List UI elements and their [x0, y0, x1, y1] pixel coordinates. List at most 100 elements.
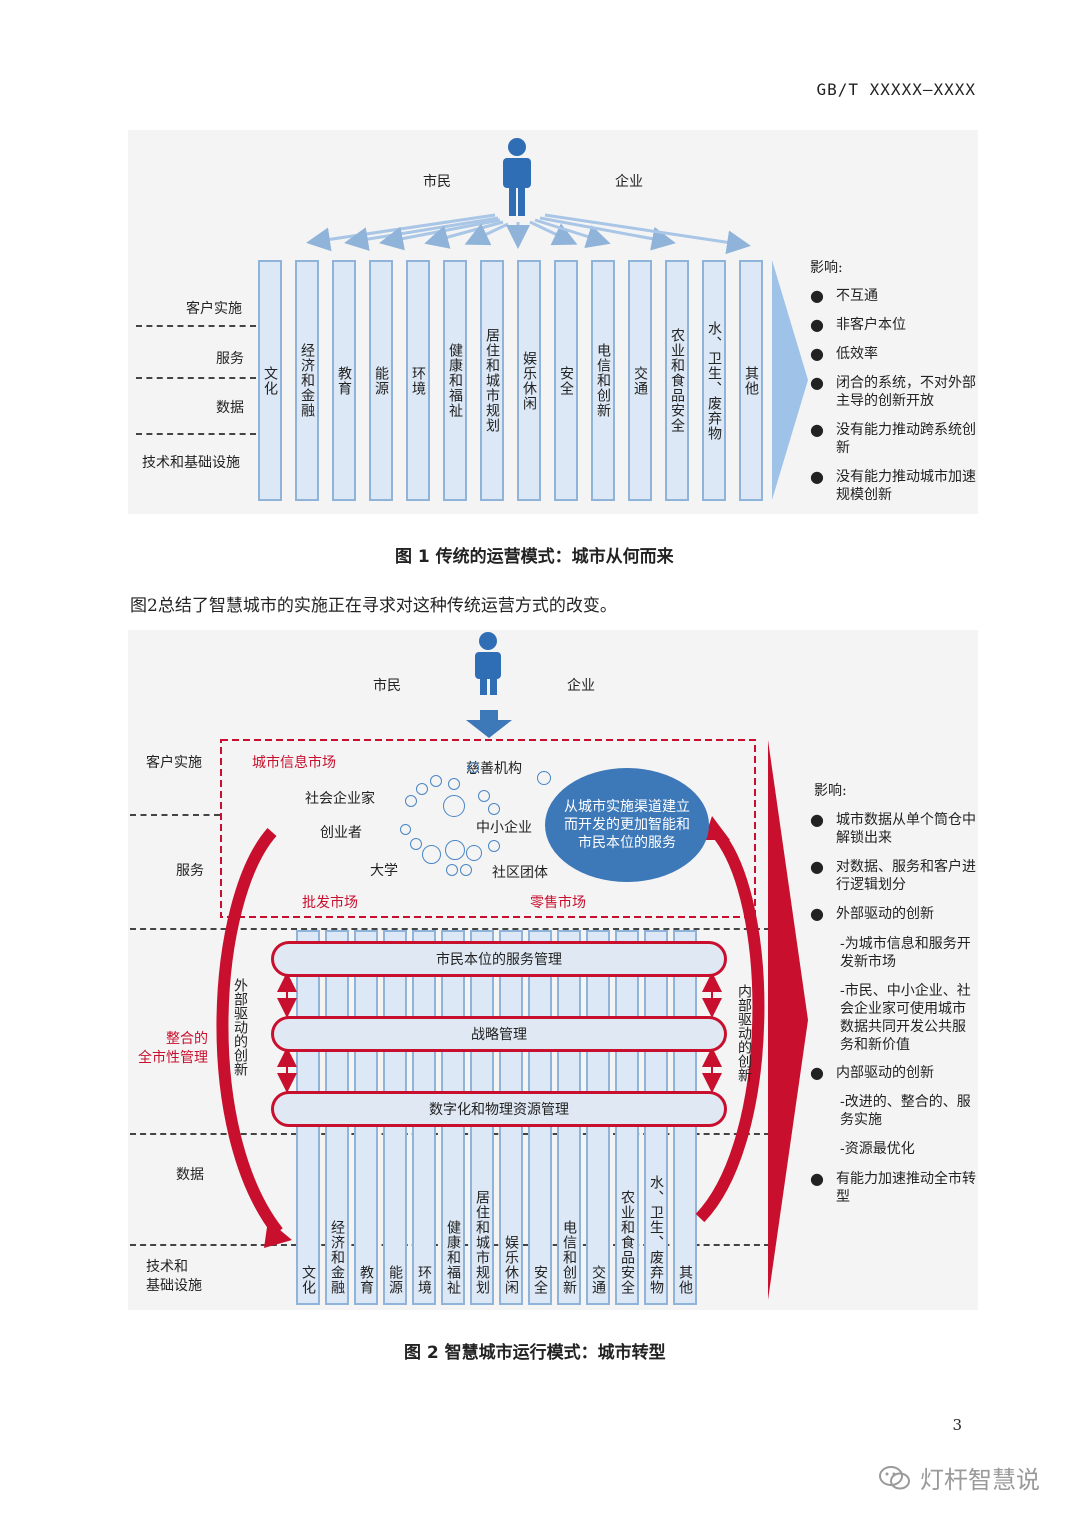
bubble	[445, 840, 465, 860]
bubble	[400, 824, 411, 835]
fig1-column: 娱乐休闲	[517, 260, 541, 501]
bubble	[448, 778, 460, 790]
fig1-impact-item: ●非客户本位	[810, 315, 906, 334]
actor-label: 创业者	[320, 825, 362, 841]
watermark: 灯杆智慧说	[878, 1460, 1040, 1495]
bubble	[405, 795, 417, 807]
wechat-icon	[879, 1465, 910, 1489]
fig2-row-customer: 客户实施	[146, 755, 202, 771]
internal-innovation-arrow	[695, 828, 765, 1223]
fig2-enterprise-label: 企业	[567, 678, 595, 694]
fig1-impact-item: ●不互通	[810, 286, 878, 305]
fig2-impact-item: ●内部驱动的创新	[810, 1063, 934, 1082]
bubble	[460, 864, 472, 876]
fig2-row-data: 数据	[176, 1167, 204, 1183]
bubble	[468, 762, 479, 773]
fig1-column: 文化	[258, 260, 282, 501]
fig2-impact-subitem: -改进的、整合的、服务实施	[840, 1094, 971, 1128]
fig2-impact-subitem: -为城市信息和服务开发新市场	[840, 936, 971, 970]
red-chevron-arrow	[768, 740, 808, 1300]
fig1-divider	[136, 325, 256, 327]
fig1-row-data: 数据	[216, 400, 244, 416]
fig1-row-customer: 客户实施	[186, 301, 242, 317]
fig1-column: 水、卫生、废弃物	[702, 260, 726, 501]
fig1-column: 交通	[628, 260, 652, 501]
retail-market: 零售市场	[530, 895, 586, 911]
fig1-column: 居住和城市规划	[480, 260, 504, 501]
external-innovation-arrow	[216, 828, 283, 1236]
market-title: 城市信息市场	[252, 755, 336, 771]
fig1-row-service: 服务	[216, 351, 244, 367]
internal-innovation-label: 内部驱动的创新	[736, 984, 752, 1082]
fig2-impact-title: 影响:	[814, 783, 847, 799]
fig1-column: 其他	[739, 260, 763, 501]
watermark-text: 灯杆智慧说	[920, 1466, 1040, 1494]
bubble	[446, 864, 458, 876]
fig1-column: 健康和福祉	[443, 260, 467, 501]
actor-label: 中小企业	[476, 820, 532, 836]
fig1-column: 环境	[406, 260, 430, 501]
fig1-column: 安全	[554, 260, 578, 501]
figure-2-caption: 图 2 智慧城市运行模式：城市转型	[404, 1343, 666, 1363]
bubble	[488, 840, 500, 852]
management-bar: 数字化和物理资源管理	[271, 1091, 727, 1127]
fig1-column: 教育	[332, 260, 356, 501]
fig2-row-tech: 技术和 基础设施	[146, 1259, 202, 1294]
fig1-impact-item: ●低效率	[810, 344, 878, 363]
document-id: GB/T XXXXX—XXXX	[816, 80, 976, 99]
actor-label: 社会企业家	[305, 791, 375, 807]
chevron-arrow	[772, 260, 808, 500]
fig1-divider	[136, 377, 256, 379]
bubble	[416, 783, 428, 795]
fig1-impact-item: ●闭合的系统，不对外部主导的创新开放	[810, 373, 976, 410]
bubble	[466, 845, 482, 861]
fig2-citizen-label: 市民	[373, 678, 401, 694]
fig2-impact-subitem: -市民、中小企业、社会企业家可使用城市数据共同开发公共服务和新价值	[840, 983, 971, 1053]
fig1-column: 能源	[369, 260, 393, 501]
bubble	[537, 771, 551, 785]
smart-service-ellipse: 从城市实施渠道建立而开发的更加智能和市民本位的服务	[545, 768, 709, 882]
body-paragraph: 图2总结了智慧城市的实施正在寻求对这种传统运营方式的改变。	[130, 596, 617, 616]
down-arrow-icon	[466, 710, 512, 738]
fig1-column: 农业和食品安全	[665, 260, 689, 501]
bubble	[478, 790, 490, 802]
person-icon	[503, 138, 531, 216]
fig1-impact-item: ●没有能力推动城市加速规模创新	[810, 467, 976, 504]
fig2-impact-item: ●城市数据从单个筒仓中解锁出来	[810, 810, 976, 847]
bubble	[422, 845, 441, 864]
fig2-impact-item: ●外部驱动的创新	[810, 904, 934, 923]
bubble	[430, 775, 442, 787]
fig1-enterprise-label: 企业	[615, 174, 643, 190]
fig1-impact-title: 影响:	[810, 260, 843, 276]
management-bar: 战略管理	[271, 1016, 727, 1052]
fig1-row-tech: 技术和基础设施	[142, 455, 240, 471]
fig2-divider	[130, 928, 770, 930]
page-number: 3	[952, 1416, 962, 1434]
flow-arrows	[306, 213, 751, 255]
fig1-impact-item: ●没有能力推动跨系统创新	[810, 420, 976, 457]
bubble	[488, 803, 500, 815]
wholesale-market: 批发市场	[302, 895, 358, 911]
fig1-column: 经济和金融	[295, 260, 319, 501]
actor-label: 社区团体	[492, 865, 548, 881]
actor-label: 大学	[370, 863, 398, 879]
management-bar: 市民本位的服务管理	[271, 941, 727, 977]
fig2-row-service: 服务	[176, 863, 204, 879]
fig1-divider	[136, 433, 256, 435]
fig2-impact-item: ●有能力加速推动全市转型	[810, 1169, 976, 1206]
fig2-divider	[130, 814, 220, 816]
fig1-column: 电信和创新	[591, 260, 615, 501]
actor-label: 慈善机构	[466, 761, 522, 777]
fig2-impact-subitem: -资源最优化	[840, 1141, 915, 1157]
external-innovation-label: 外部驱动的创新	[232, 978, 248, 1076]
person-icon	[475, 632, 501, 695]
bubble	[410, 838, 422, 850]
integrated-management: 整合的 全市性管理	[138, 1031, 208, 1066]
fig1-citizen-label: 市民	[423, 174, 451, 190]
fig2-impact-item: ●对数据、服务和客户进行逻辑划分	[810, 857, 976, 894]
figure-1-caption: 图 1 传统的运营模式：城市从何而来	[395, 547, 674, 567]
market-box	[220, 739, 756, 918]
bubble	[443, 795, 465, 817]
